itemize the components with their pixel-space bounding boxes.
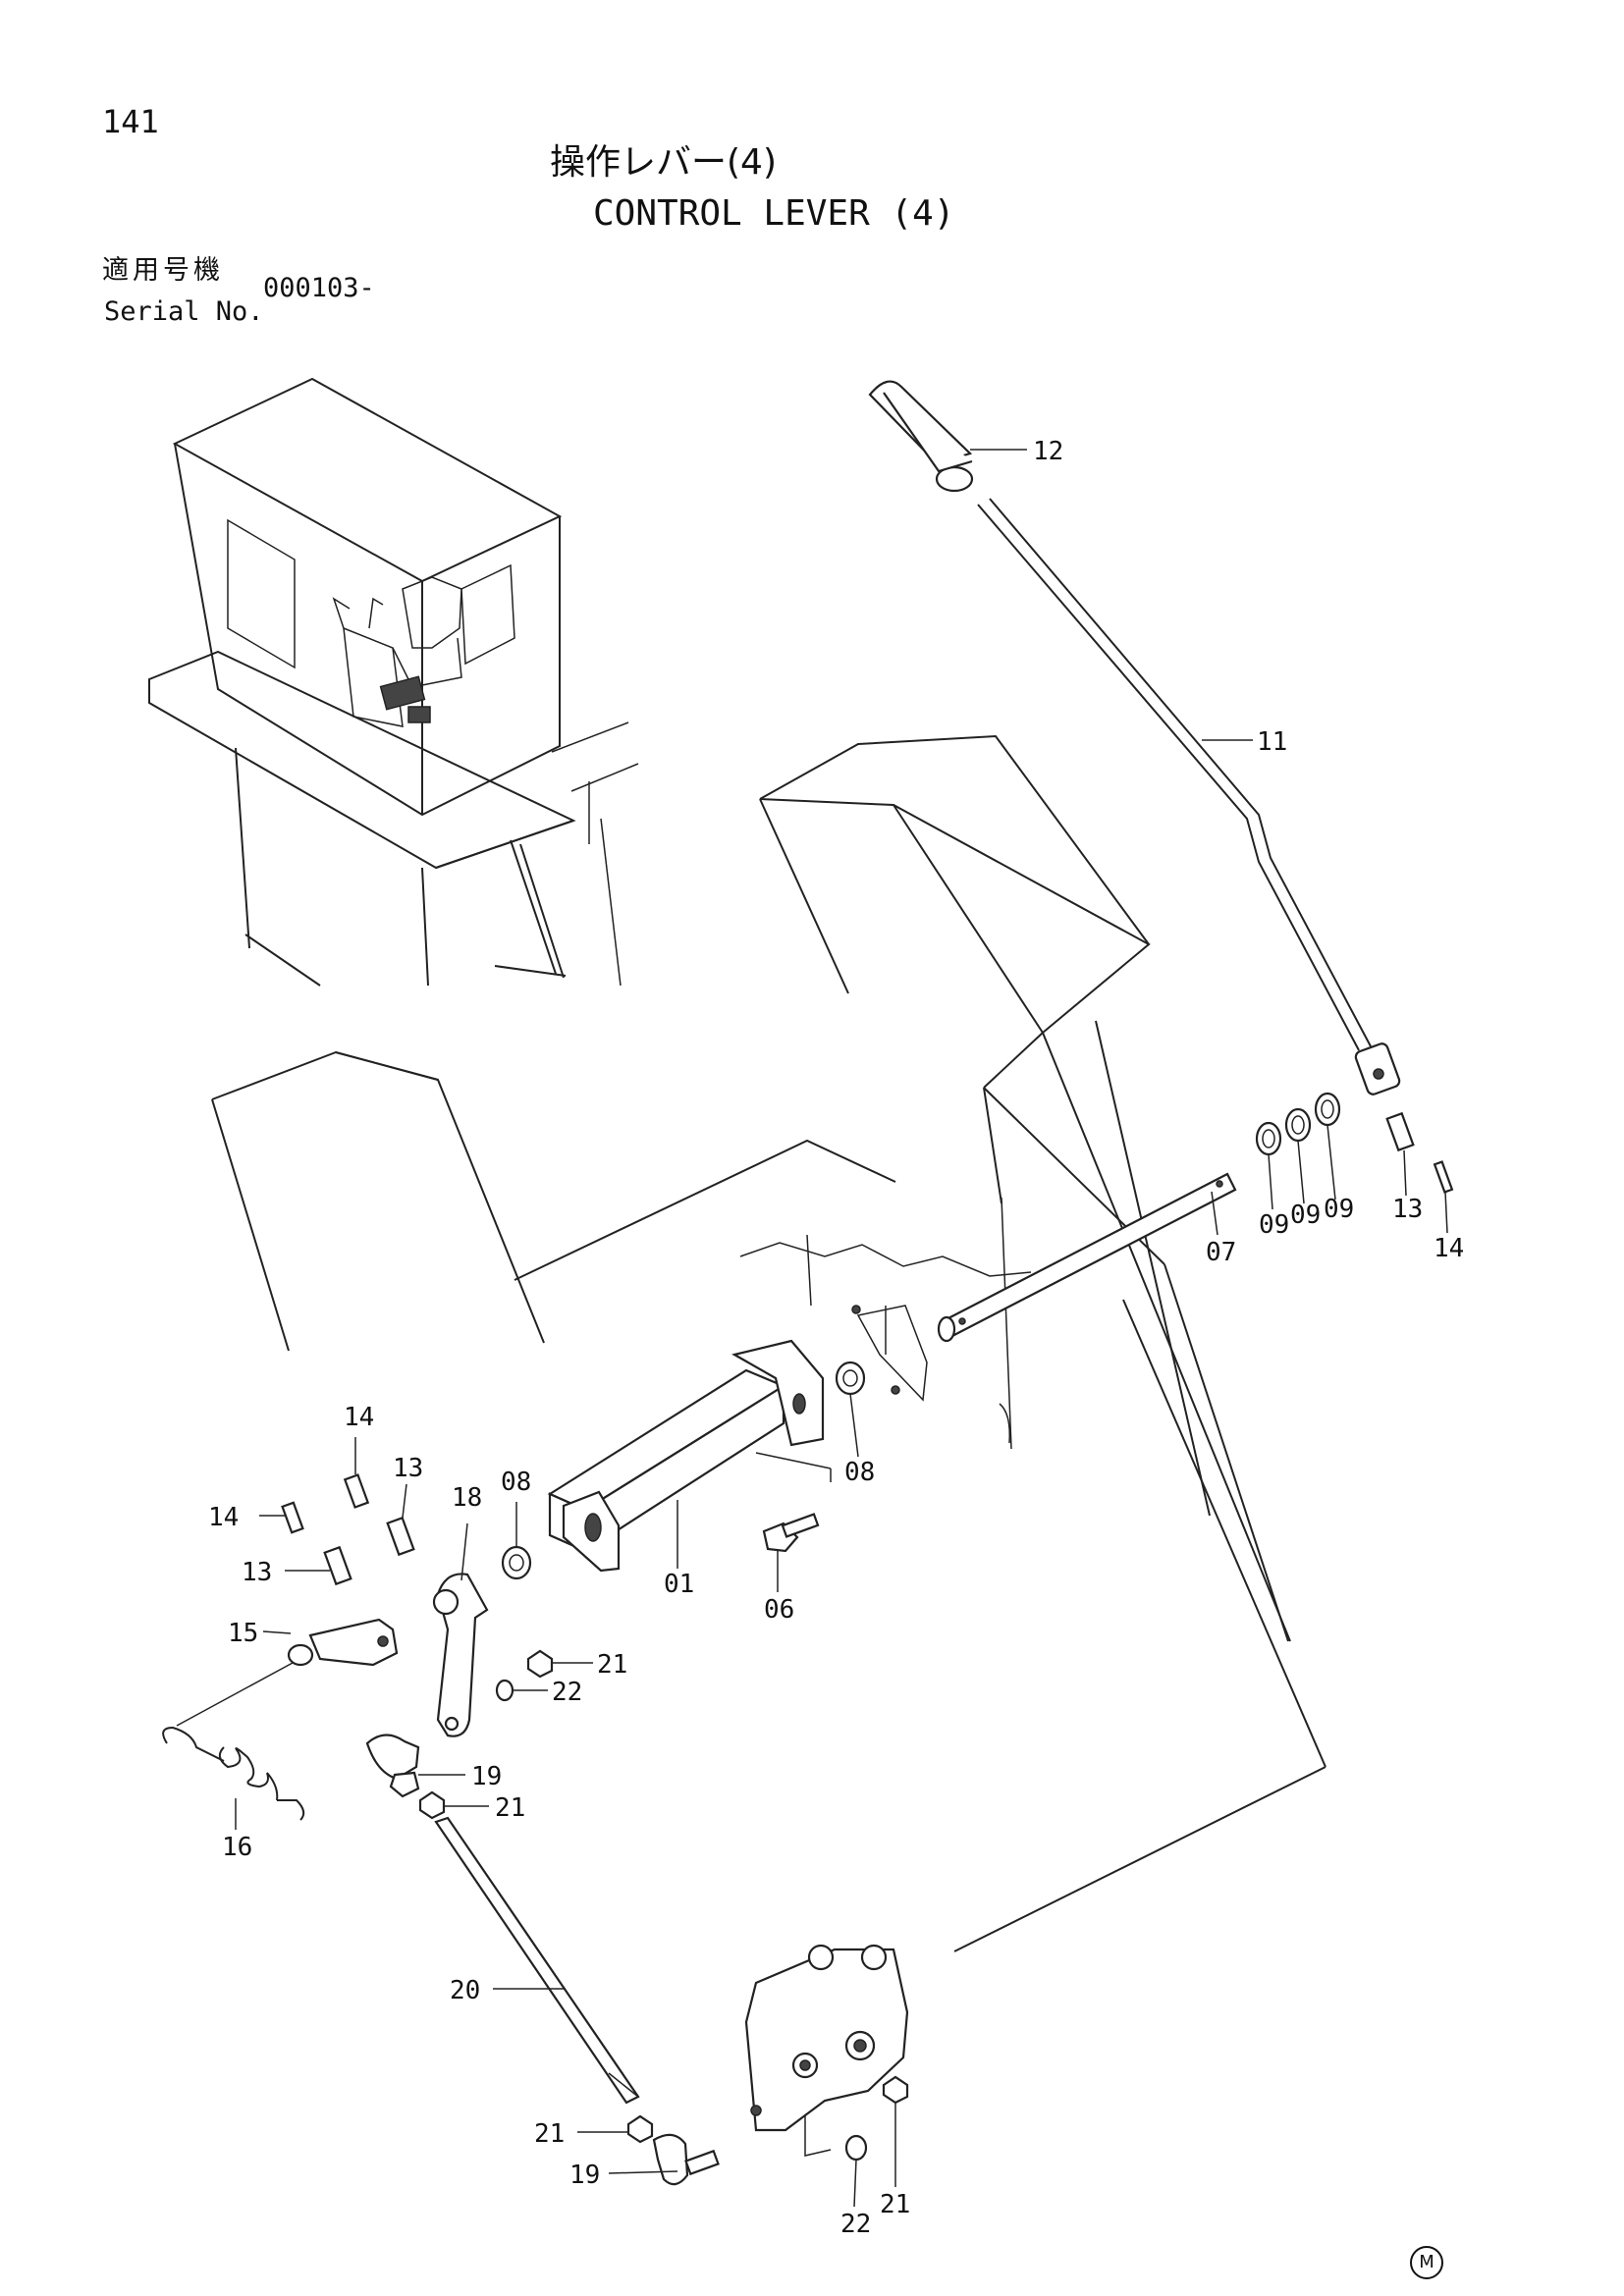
- callout-07: 07: [1206, 1238, 1236, 1267]
- pins-left: [281, 1473, 415, 1586]
- callout-06: 06: [764, 1595, 794, 1625]
- clevis-15: [287, 1618, 399, 1667]
- pin-13-top: [1385, 1111, 1415, 1152]
- callout-21-c: 21: [534, 2119, 565, 2149]
- manufacturer-mark: M: [1410, 2246, 1443, 2279]
- callout-01: 01: [664, 1570, 694, 1599]
- callout-18: 18: [452, 1483, 482, 1513]
- callout-11: 11: [1257, 727, 1287, 757]
- callout-21-b: 21: [495, 1793, 525, 1823]
- washers-09: [1255, 1092, 1341, 1156]
- lever-arm-18: [432, 1573, 489, 1737]
- page-number: 141: [102, 103, 159, 140]
- callout-21-d: 21: [880, 2190, 910, 2219]
- callout-12: 12: [1033, 437, 1063, 466]
- control-lever-rod: [977, 498, 1372, 1051]
- callout-09-a: 09: [1259, 1210, 1289, 1240]
- callout-20: 20: [450, 1976, 480, 2005]
- bushing-08-right: [835, 1361, 866, 1396]
- callout-16: 16: [222, 1833, 252, 1862]
- rod-20: [434, 1816, 640, 2105]
- callout-13-b: 13: [393, 1454, 423, 1483]
- spring-16: [162, 1662, 305, 1821]
- callout-14-c: 14: [208, 1503, 239, 1532]
- cab-overview-illustration: [148, 377, 639, 987]
- lever-grip: [868, 380, 974, 493]
- shaft: [937, 1172, 1237, 1343]
- callout-09-c: 09: [1324, 1195, 1354, 1224]
- pin-14-top: [1433, 1160, 1454, 1194]
- callout-19-a: 19: [471, 1762, 502, 1791]
- title-japanese: 操作レバー(4): [550, 142, 777, 183]
- callout-15: 15: [228, 1619, 258, 1648]
- bolt-06: [762, 1513, 820, 1553]
- callout-13-a: 13: [1392, 1195, 1423, 1224]
- callout-21-a: 21: [597, 1650, 627, 1680]
- lever-bracket: [1354, 1042, 1401, 1095]
- lever-body-assembly: [547, 1305, 928, 1573]
- callout-09-b: 09: [1290, 1201, 1321, 1230]
- bushing-08-left: [501, 1545, 532, 1580]
- callout-14-a: 14: [1434, 1234, 1464, 1263]
- callout-22-a: 22: [552, 1678, 582, 1707]
- callout-14-b: 14: [344, 1403, 374, 1432]
- callout-13-c: 13: [242, 1558, 272, 1587]
- ball-joint-19-upper: [365, 1734, 420, 1798]
- callout-19-b: 19: [569, 2161, 600, 2190]
- callout-08-b: 08: [501, 1468, 531, 1497]
- control-valve: [744, 1944, 909, 2157]
- serial-number-value: 000103-: [263, 273, 375, 303]
- nuts-and-washers: [418, 1649, 909, 2162]
- title-english: CONTROL LEVER (4): [593, 193, 955, 234]
- serial-label-japanese: 適用号機: [102, 255, 224, 286]
- console-silhouette: [211, 734, 1326, 1952]
- callout-08-a: 08: [844, 1458, 875, 1487]
- serial-label-english: Serial No.: [104, 296, 264, 327]
- callout-22-b: 22: [840, 2210, 871, 2239]
- leader-lines: [235, 449, 1448, 2208]
- ball-joint-19-lower: [652, 2133, 720, 2186]
- callout-labels: 12 11 09 09 09 13 14 07 08 08 01 06 18 1…: [208, 437, 1464, 2239]
